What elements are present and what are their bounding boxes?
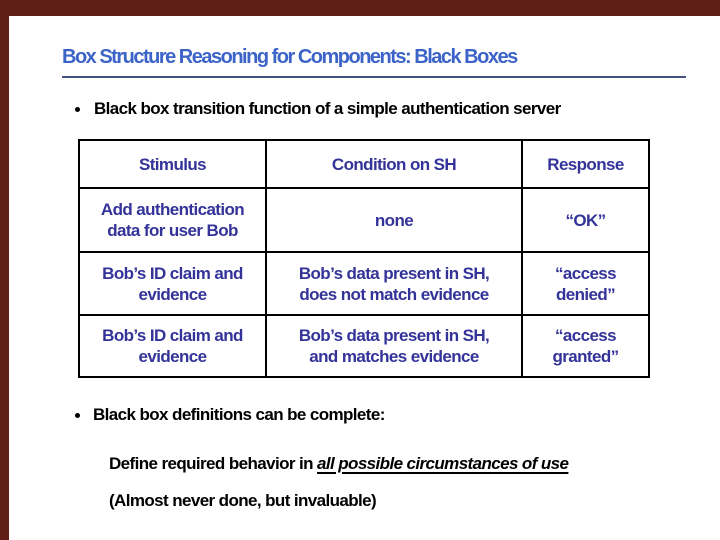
table-header-row: Stimulus Condition on SH Response — [78, 139, 650, 189]
table-row: Bob’s ID claim and evidence Bob’s data p… — [78, 251, 650, 316]
cell-condition: Bob’s data present in SH, and matches ev… — [265, 314, 523, 378]
cell-response: “OK” — [521, 187, 650, 253]
cell-condition: Bob’s data present in SH, does not match… — [265, 251, 523, 316]
table-row: Add authentication data for user Bob non… — [78, 187, 650, 253]
frame-left-bar — [0, 0, 9, 540]
parenthetical-note: (Almost never done, but invaluable) — [109, 491, 377, 510]
frame-top-bar — [0, 0, 720, 16]
bullet-complete: Black box definitions can be complete: — [93, 405, 385, 424]
bullet-icon — [75, 107, 80, 112]
table-row: Bob’s ID claim and evidence Bob’s data p… — [78, 314, 650, 378]
title-underline-rule — [62, 76, 686, 78]
bullet-intro: Black box transition function of a simpl… — [94, 99, 561, 118]
cell-response: “access denied” — [521, 251, 650, 316]
cell-condition: none — [265, 187, 523, 253]
define-behavior-line: Define required behavior in all possible… — [109, 453, 569, 475]
header-stimulus: Stimulus — [78, 139, 267, 189]
slide-title: Box Structure Reasoning for Components: … — [62, 46, 518, 68]
header-condition: Condition on SH — [265, 139, 523, 189]
cell-stimulus: Bob’s ID claim and evidence — [78, 314, 267, 378]
cell-stimulus: Add authentication data for user Bob — [78, 187, 267, 253]
header-response: Response — [521, 139, 650, 189]
cell-response: “access granted” — [521, 314, 650, 378]
define-emphasis: all possible circumstances of use — [317, 454, 569, 473]
black-box-table: Stimulus Condition on SH Response Add au… — [78, 139, 650, 378]
bullet-icon — [75, 413, 80, 418]
cell-stimulus: Bob’s ID claim and evidence — [78, 251, 267, 316]
define-prefix: Define required behavior in — [109, 454, 318, 473]
